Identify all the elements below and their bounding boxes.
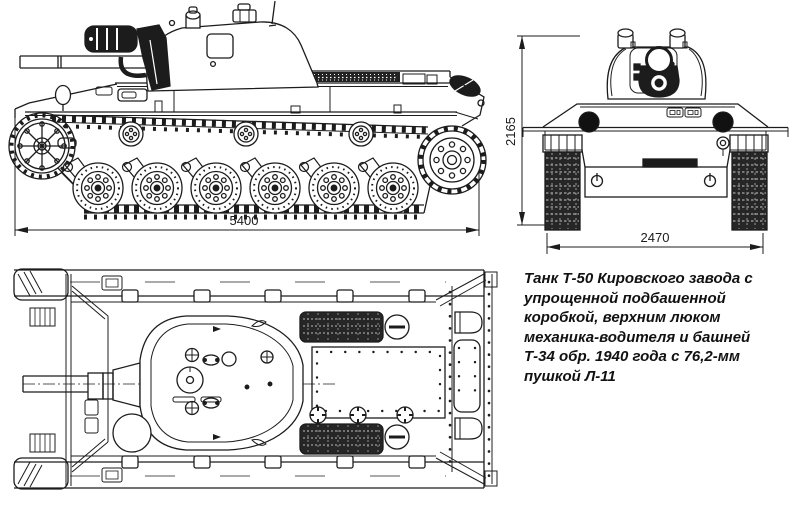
caption-line: Танк Т-50 Кировского завода с <box>524 270 753 287</box>
idler-wheel <box>8 112 96 207</box>
turret-top <box>112 315 304 453</box>
front-view-drawing: 2165 <box>505 28 789 254</box>
height-dimension-label: 2165 <box>505 117 518 146</box>
road-wheels <box>72 162 419 214</box>
width-dimension: 2470 <box>546 230 764 254</box>
front-tracks <box>542 134 769 231</box>
side-view-drawing: 5400 <box>8 0 487 236</box>
engine-deck <box>299 311 446 455</box>
rear-plate <box>448 274 493 484</box>
turret-front <box>606 28 707 100</box>
caption-line: механика-водителя и башней <box>524 328 751 346</box>
caption-line: упрощенной подбашенной <box>524 289 726 307</box>
top-view-drawing <box>13 268 498 490</box>
hull-front <box>522 103 789 198</box>
turret-side <box>19 0 319 92</box>
caption-line: коробкой, верхним люком <box>524 309 721 326</box>
height-dimension: 2165 <box>505 35 580 226</box>
drive-sprocket <box>417 125 487 214</box>
caption: Танк Т-50 Кировского завода с упрощенной… <box>524 269 808 386</box>
caption-line: пушкой Л-11 <box>524 367 616 385</box>
width-dimension-label: 2470 <box>641 230 670 245</box>
gun-top <box>22 362 141 408</box>
caption-line: Т-34 обр. 1940 года с 76,2-мм <box>524 348 740 365</box>
return-rollers <box>118 121 374 147</box>
top-tracks <box>13 268 498 490</box>
